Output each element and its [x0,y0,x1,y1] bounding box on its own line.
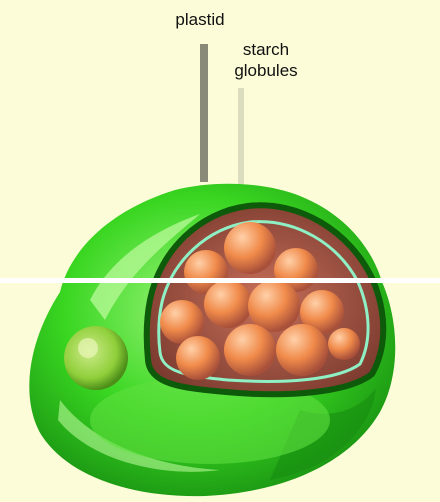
nucleus [64,326,128,390]
plastid-pointer-line [200,44,208,182]
starch-label-line2: globules [210,60,322,81]
starch-globules-label: starch globules [210,39,322,81]
starch-pointer-line [238,88,244,184]
plastid-label-text: plastid [150,9,250,30]
starch-label-line1: starch [210,39,322,60]
plant-cell-icon [29,184,395,496]
nucleus-highlight [78,338,98,358]
plastid-label: plastid [150,9,250,30]
divider-line [0,278,440,283]
